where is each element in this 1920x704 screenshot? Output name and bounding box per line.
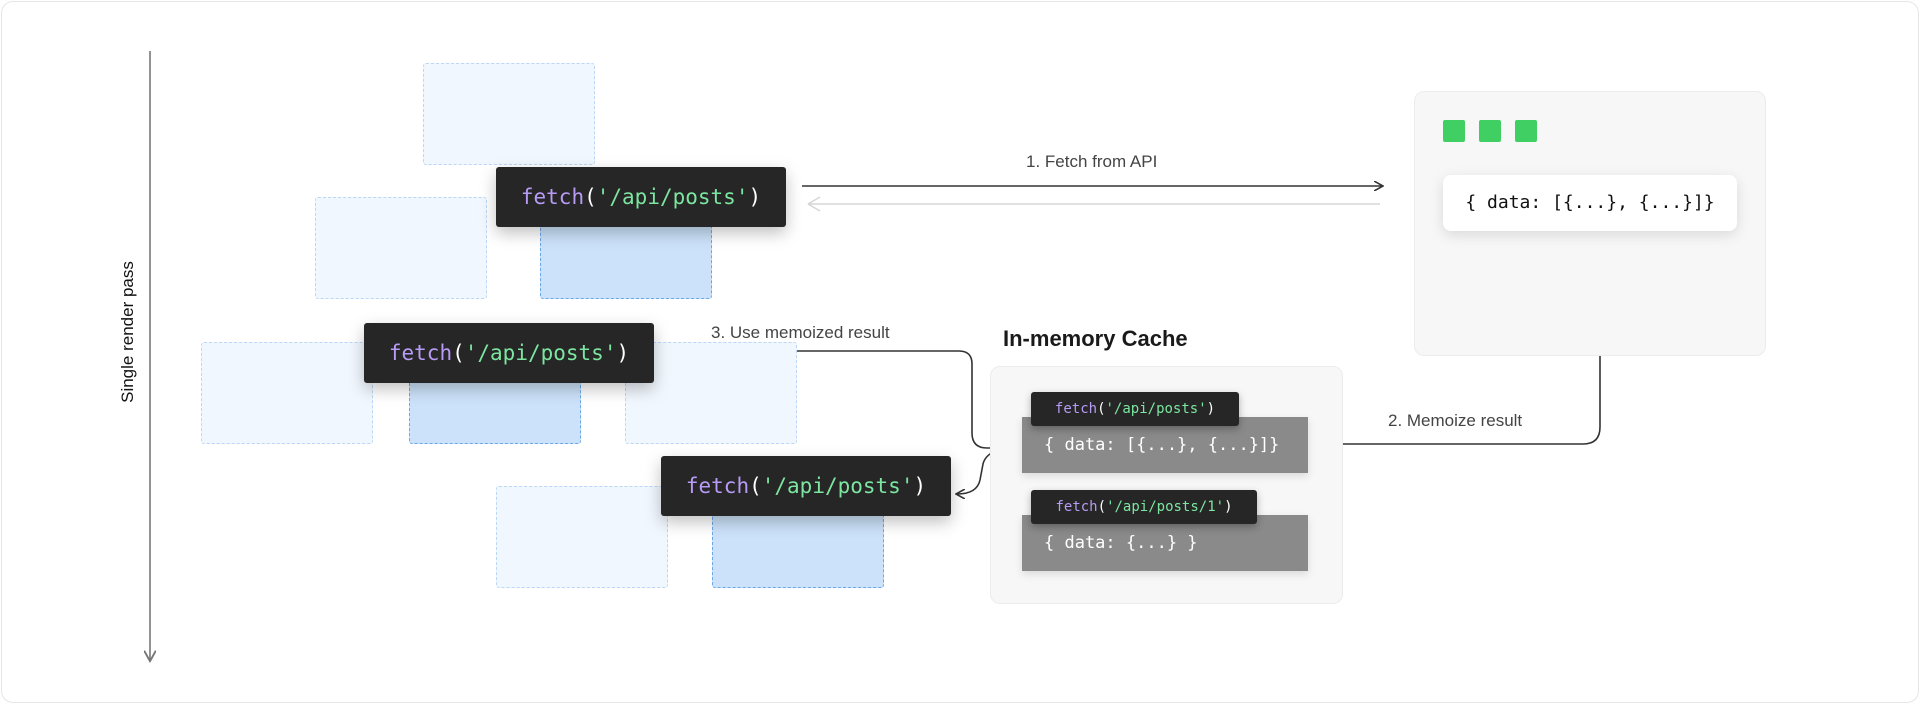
timeline-label: Single render pass [118, 261, 137, 403]
cache-title: In-memory Cache [1003, 326, 1188, 351]
cache-value: { data: [{...}, {...}]} [1022, 417, 1308, 473]
use-memoized-arrow-label: 3. Use memoized result [711, 323, 890, 342]
cache-key: fetch('/api/posts') [1031, 392, 1239, 426]
status-indicator [1443, 120, 1465, 142]
component-placeholder [423, 63, 595, 165]
status-indicator [1479, 120, 1501, 142]
fetch-call: fetch('/api/posts') [496, 167, 786, 227]
component-placeholder [496, 486, 668, 588]
fetch-arrow-label: 1. Fetch from API [1026, 152, 1158, 171]
use-memoized-arrow-upper [670, 351, 1017, 449]
fetch-call: fetch('/api/posts') [661, 456, 951, 516]
memoize-arrow-label: 2. Memoize result [1388, 411, 1523, 430]
api-response: { data: [{...}, {...}]} [1443, 175, 1737, 231]
cache-key: fetch('/api/posts/1') [1031, 490, 1257, 524]
component-placeholder [315, 197, 487, 299]
cache-value: { data: {...} } [1022, 515, 1308, 571]
fetch-call: fetch('/api/posts') [364, 323, 654, 383]
component-placeholder [201, 342, 373, 444]
status-indicator [1515, 120, 1537, 142]
memoize-arrow [1317, 285, 1601, 444]
